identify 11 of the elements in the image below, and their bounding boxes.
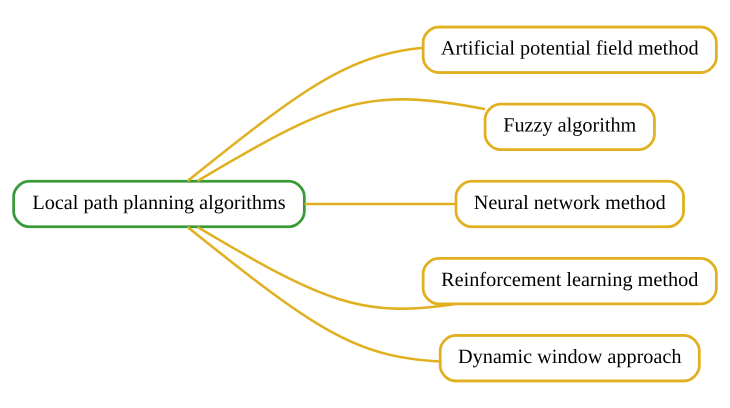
node-box: Reinforcement learning method xyxy=(422,256,718,306)
connector xyxy=(196,226,456,310)
node-box: Fuzzy algorithm xyxy=(484,102,656,152)
connector xyxy=(196,98,486,182)
node-box: Artificial potential field method xyxy=(422,26,718,74)
node-box: Dynamic window approach xyxy=(438,334,701,382)
node-box: Neural network method xyxy=(454,180,685,228)
node-box: Local path planning algorithms xyxy=(12,180,306,228)
connector xyxy=(304,202,456,206)
connector xyxy=(186,46,424,182)
connector xyxy=(186,226,440,363)
